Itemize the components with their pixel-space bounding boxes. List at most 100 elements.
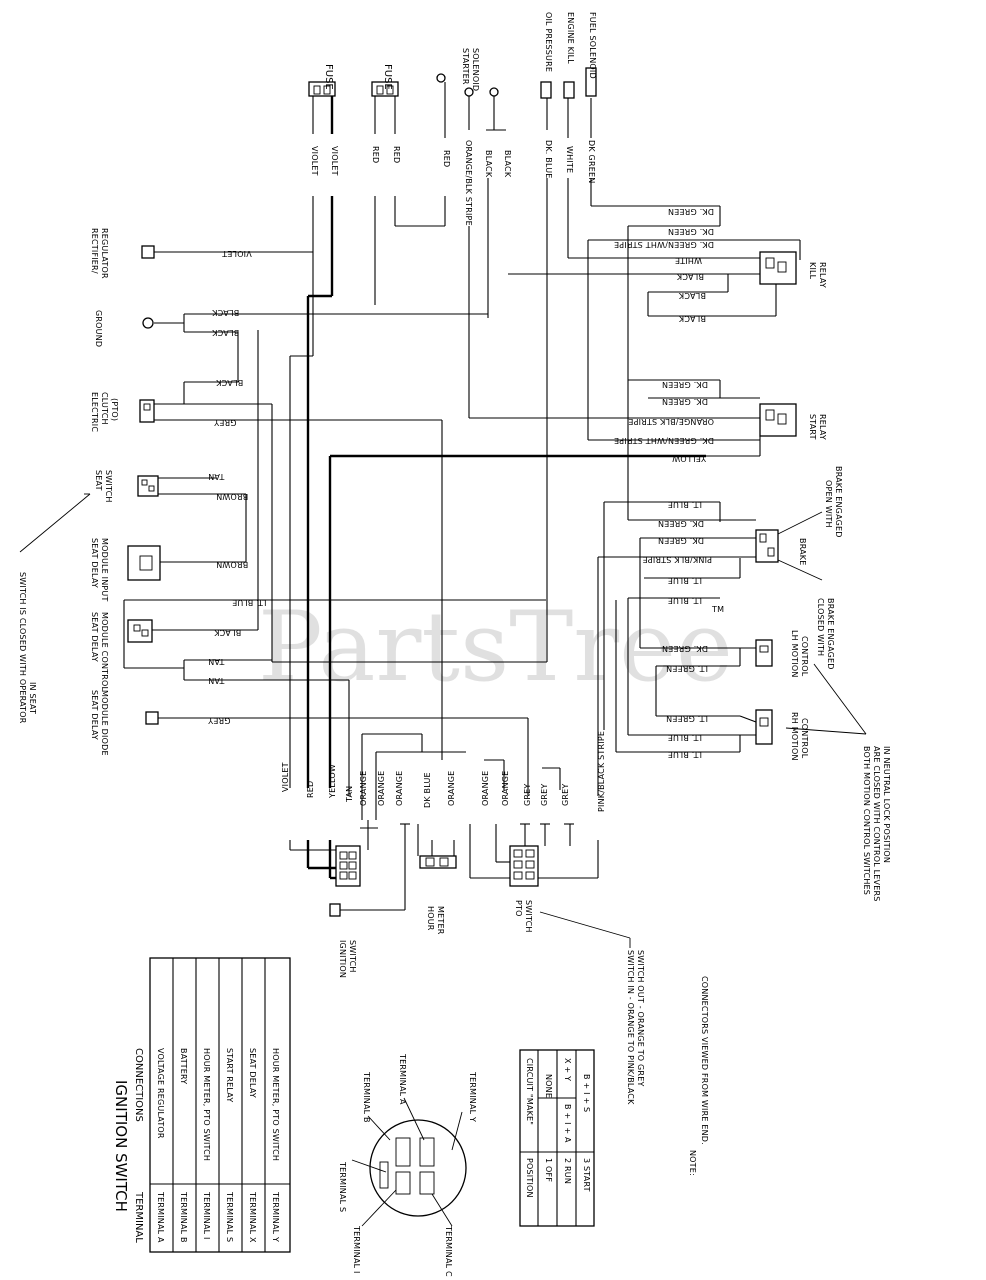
starter-solenoid: STARTER SOLENOID — [436, 48, 499, 97]
bw-13: GREY — [561, 784, 570, 807]
wire-violet-top-2: VIOLET — [330, 146, 339, 176]
bw-14: PINK/BLACK STRIPE — [597, 731, 606, 812]
ignition-switch-label-2: SWITCH — [348, 940, 357, 973]
ground-terminal: GROUND — [94, 310, 154, 347]
pto-note-1: SWITCH IN - ORANGE TO PINK/BLACK — [626, 950, 635, 1105]
wire-brown-left-2: BROWN — [216, 560, 248, 569]
motion-control-note: BOTH MOTION CONTROL SWITCHES ARE CLOSED … — [785, 663, 891, 902]
start-relay: START RELAY — [759, 403, 827, 440]
seat-switch-label-1: SEAT — [94, 470, 103, 491]
rw-5: BLACK — [678, 291, 706, 300]
motion-note-2: ARE CLOSED WITH CONTROL LEVERS — [872, 746, 881, 902]
wire-red-top-1: RED — [371, 146, 380, 163]
clutch-label-3: (PTO) — [110, 398, 119, 421]
electric-clutch: ELECTRIC CLUTCH (PTO) — [90, 392, 155, 432]
pos-row-1-position: 1 OFF — [544, 1158, 553, 1182]
rw-2: DK. GREEN/WHT STRIPE — [614, 240, 714, 249]
fuel-solenoid-connector: FUEL SOLENOID — [585, 12, 597, 97]
bw-12: GREY — [540, 784, 549, 807]
bw-5: ORANGE — [377, 771, 386, 806]
ign-row-3-terminal: TERMINAL I — [202, 1191, 211, 1240]
right-wire-labels: DK. GREEN DK. GREEN DK. GREEN/WHT STRIPE… — [614, 207, 714, 759]
rw-12: LT. BLUE — [668, 500, 702, 509]
connector-note: NOTE: CONNECTORS VIEWED FROM WIRE END. — [688, 976, 709, 1176]
rh-motion-control: RH MOTION CONTROL — [755, 709, 809, 761]
wire-tan-left-2: TAN — [208, 657, 225, 666]
seat-switch-label-2: SWITCH — [104, 470, 113, 503]
rw-8: DK. GREEN — [662, 397, 708, 406]
motion-note-1: BOTH MOTION CONTROL SWITCHES — [862, 746, 871, 895]
wire-tan-left-1: TAN — [208, 472, 225, 481]
rw-0: DK. GREEN — [668, 207, 714, 216]
ignition-table-title: IGNITION SWITCH — [112, 1080, 130, 1212]
wire-red-top-2: RED — [392, 146, 401, 163]
pto-note-2: SWITCH OUT - ORANGE TO GREY — [636, 950, 645, 1087]
ign-row-4-terminal: TERMINAL S — [225, 1191, 234, 1242]
rw-19: LT. GREEN — [666, 664, 708, 673]
hour-meter-connector: HOUR METER — [419, 855, 457, 935]
watermark-tm: TM — [711, 605, 724, 614]
ign-row-5-terminal: TERMINAL X — [248, 1191, 257, 1243]
ign-row-5-conn: SEAT DELAY — [248, 1048, 257, 1098]
seat-switch: SEAT SWITCH — [94, 470, 159, 503]
fuel-solenoid-label: FUEL SOLENOID — [588, 12, 597, 79]
wire-white-top: WHITE — [565, 146, 574, 173]
bw-1: RED — [306, 781, 315, 798]
motion-note-3: IN NEUTRAL LOCK POSITION — [882, 746, 891, 863]
bw-7: DK BLUE — [423, 772, 432, 808]
ign-row-2-terminal: TERMINAL B — [179, 1191, 188, 1243]
hour-meter-label-1: HOUR — [426, 906, 435, 931]
engine-kill-connector: ENGINE KILL — [563, 12, 575, 99]
switch-note-1: SWITCH IS CLOSED WITH OPERATOR — [18, 572, 27, 724]
engine-kill-label: ENGINE KILL — [566, 12, 575, 64]
seat-delay-control-label-2: MODULE CONTROL — [100, 612, 109, 691]
ignition-switch-label-1: IGNITION — [338, 940, 347, 978]
terminal-b-label: TERMINAL B — [362, 1071, 371, 1123]
brake-closed-label-2: BRAKE ENGAGED — [826, 598, 835, 670]
wire-dk-green-top: DK GREEN — [587, 140, 596, 183]
seat-switch-note: SWITCH IS CLOSED WITH OPERATOR IN SEAT — [18, 493, 91, 724]
wire-black-top-2: BLACK — [503, 150, 512, 178]
start-relay-label-2: RELAY — [818, 414, 827, 440]
rw-11: YELLOW — [672, 454, 707, 463]
rh-motion-label-1: RH MOTION — [790, 712, 799, 761]
seat-delay-control-label-1: SEAT DELAY — [90, 612, 99, 662]
seat-delay-diode-label-1: SEAT DELAY — [90, 690, 99, 740]
rh-motion-label-2: CONTROL — [800, 718, 809, 759]
rw-16: LT. BLUE — [668, 576, 702, 585]
ign-row-1-conn: VOLTAGE REGULATOR — [156, 1048, 165, 1139]
terminal-i-label: TERMINAL I — [352, 1225, 361, 1274]
rw-22: LT. BLUE — [668, 750, 702, 759]
terminal-c-label: TERMINAL C — [444, 1225, 453, 1277]
rw-17: LT. BLUE — [668, 596, 702, 605]
brake-open-label-1: OPEN WITH — [824, 480, 833, 528]
oil-pressure-label: OIL PRESSURE — [544, 12, 553, 72]
start-relay-label-1: START — [808, 414, 817, 440]
brake-closed-label-1: CLOSED WITH — [816, 598, 825, 656]
bw-10: ORANGE — [501, 771, 510, 806]
ignition-header-connections: CONNECTIONS — [133, 1048, 144, 1122]
brake-label: BRAKE — [798, 538, 807, 566]
position-table: POSITION CIRCUIT "MAKE" 1 OFF NONE 2 RUN… — [519, 1049, 595, 1227]
rw-6: BLACK — [678, 314, 706, 323]
rw-9: ORANGE/BLK STRIPE — [628, 417, 714, 426]
switch-note-2: IN SEAT — [28, 682, 37, 714]
pto-switch-note: SWITCH IN - ORANGE TO PINK/BLACK SWITCH … — [626, 950, 645, 1105]
rw-15: PINK/BLK STRIPE — [642, 555, 712, 564]
bw-9: ORANGE — [481, 771, 490, 806]
seat-delay-diode-label-2: MODULE DIODE — [100, 690, 109, 756]
seat-delay-module-diode: SEAT DELAY MODULE DIODE — [90, 690, 159, 756]
watermark-text: PartsTree — [258, 591, 733, 703]
bw-8: ORANGE — [447, 771, 456, 806]
seat-delay-module-input: SEAT DELAY MODULE INPUT — [90, 538, 161, 602]
rw-14: DK. GREEN — [658, 536, 704, 545]
rectifier-label-1: RECTIFIER/ — [90, 228, 99, 274]
ign-row-3-conn: HOUR METER, PTO SWITCH — [202, 1048, 211, 1161]
pos-row-3-position: 3 START — [582, 1158, 591, 1192]
wire-black-left-4: BLACK — [213, 628, 241, 637]
seat-delay-input-label-2: MODULE INPUT — [100, 538, 109, 602]
ignition-switch-connector: IGNITION SWITCH — [329, 845, 361, 978]
oil-pressure-sender: OIL PRESSURE — [540, 12, 553, 99]
